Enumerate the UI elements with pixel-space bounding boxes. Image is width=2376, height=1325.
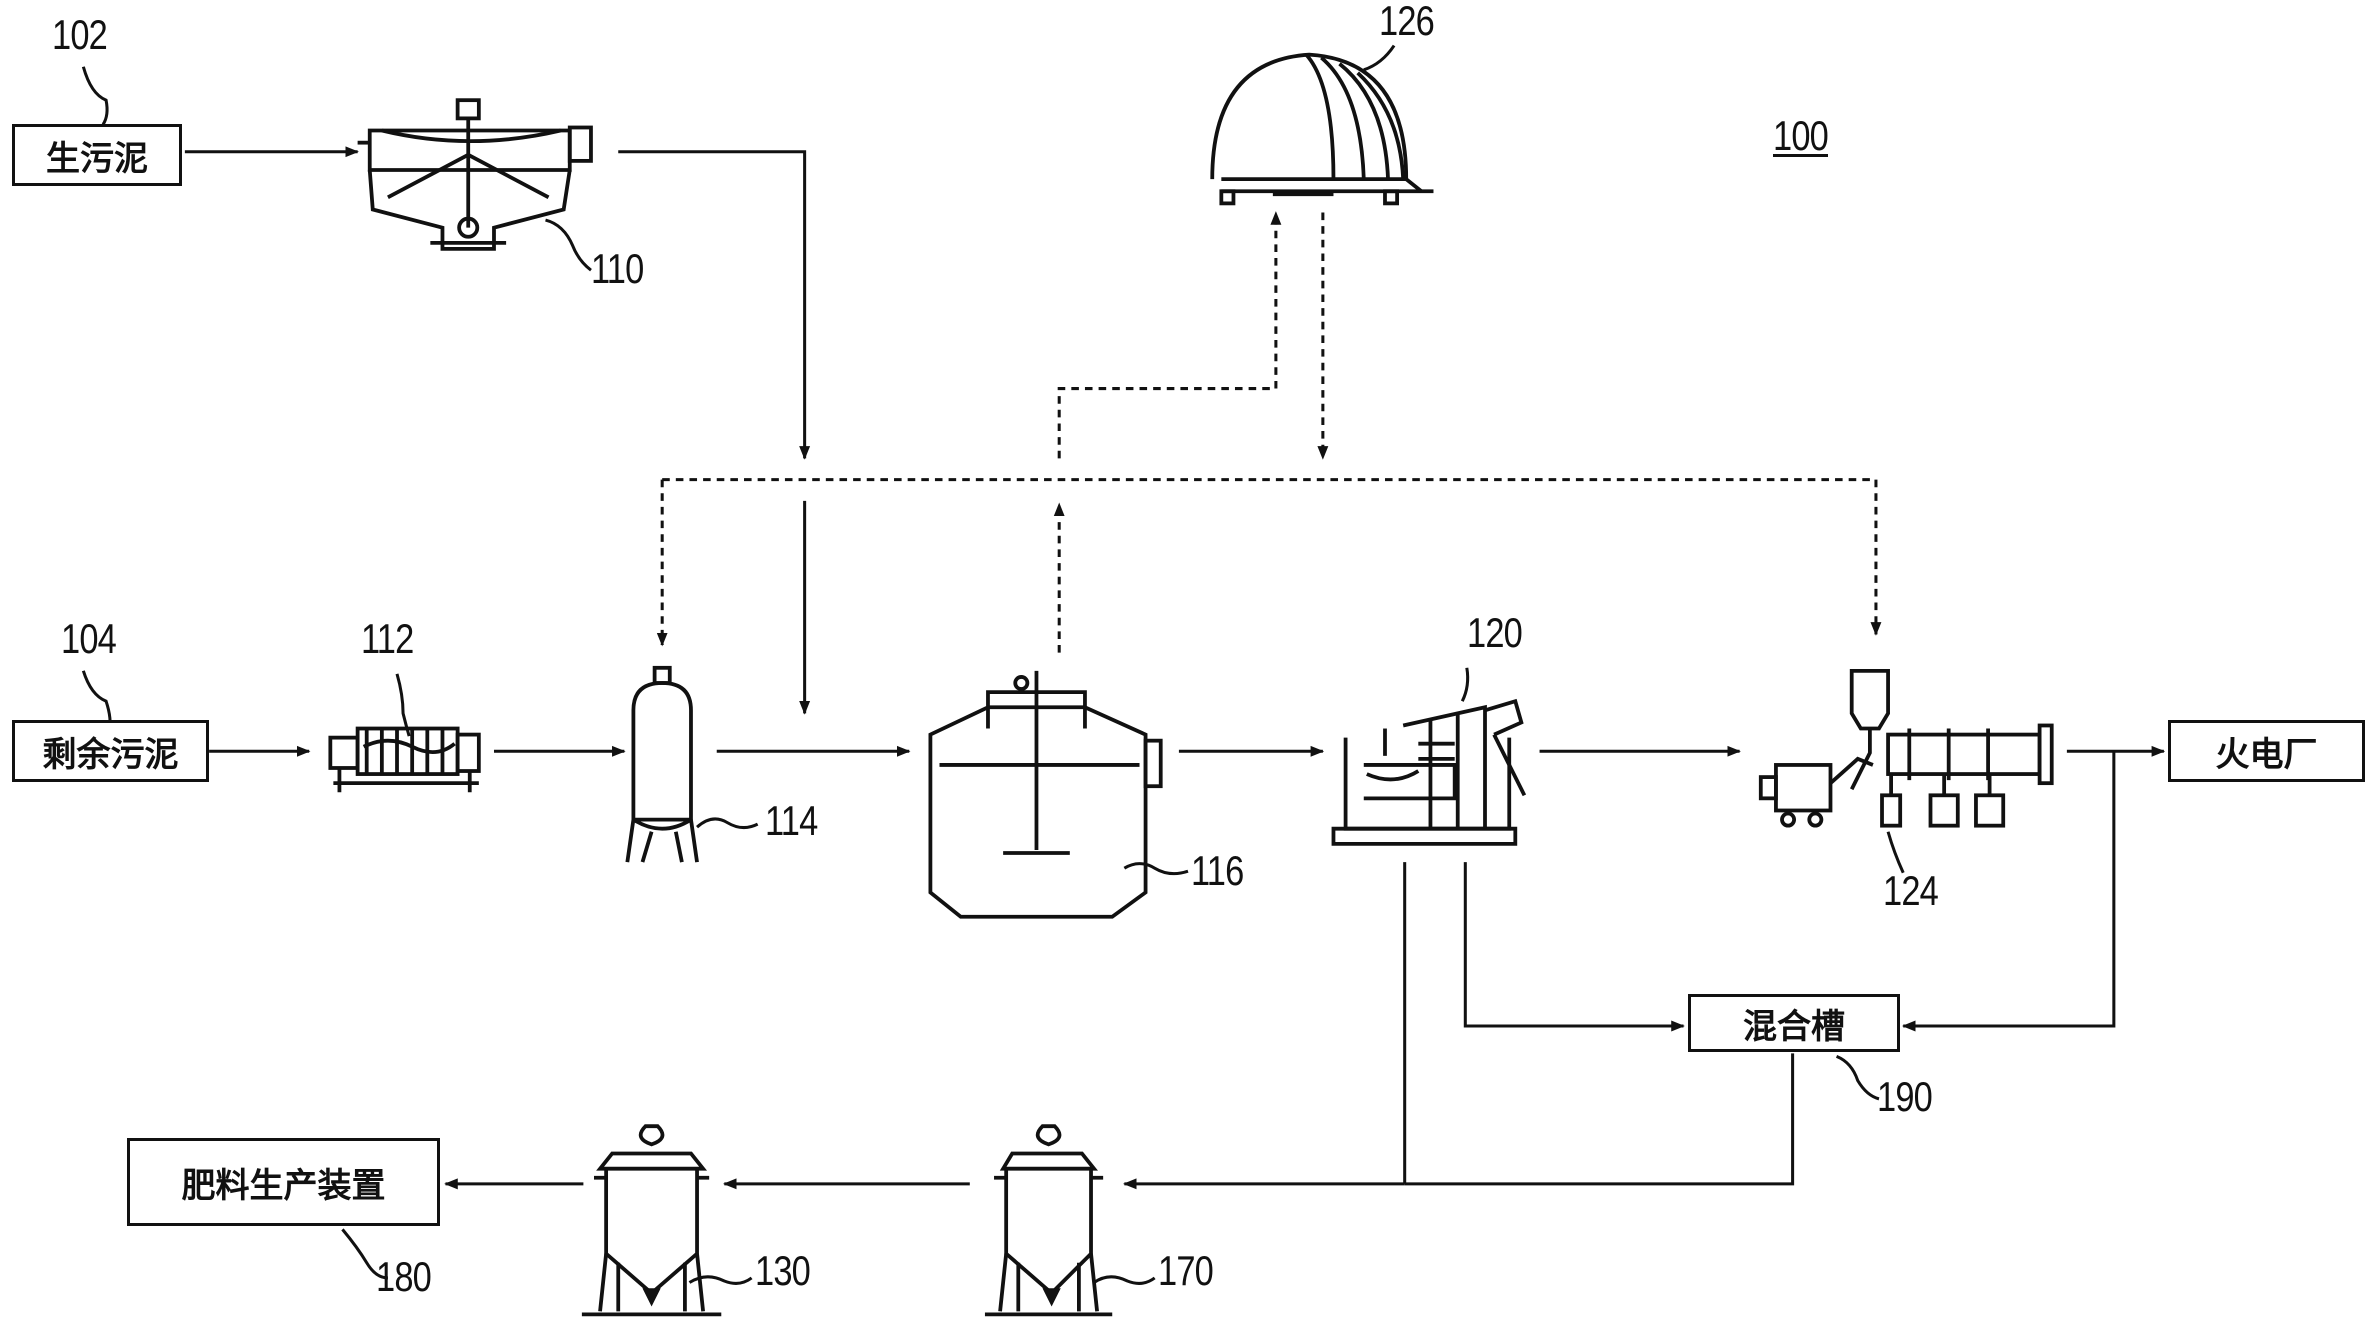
filter-press-icon <box>328 726 481 793</box>
fertilizer-plant-box: 肥料生产装置 <box>127 1138 440 1226</box>
flow-124-to-mix <box>1901 751 2116 1032</box>
raw-sludge-label: 生污泥 <box>46 138 148 179</box>
fertilizer-plant-label: 肥料生产装置 <box>181 1165 386 1206</box>
ref-120: 120 <box>1467 609 1523 656</box>
raw-sludge-box: 生污泥 <box>12 124 182 186</box>
ref-170: 170 <box>1158 1247 1214 1294</box>
ref-126: 126 <box>1379 0 1435 44</box>
dashed-gas-lines <box>656 211 1882 653</box>
leader-lines <box>81 44 1905 1285</box>
power-plant-box: 火电厂 <box>2168 720 2365 782</box>
ref-112: 112 <box>361 615 414 662</box>
diagram-ref-100: 100 <box>1773 112 1829 159</box>
storage-hopper-130-icon <box>581 1124 722 1317</box>
dewatering-unit-icon <box>1331 698 1527 846</box>
mixing-tank-label: 混合槽 <box>1743 1006 1845 1047</box>
gas-to-holder <box>1057 211 1282 459</box>
power-plant-label: 火电厂 <box>2215 734 2318 775</box>
flow-120-to-mix <box>1463 862 1685 1032</box>
gas-holder-icon <box>1210 52 1434 206</box>
pretreatment-tank-icon <box>625 665 699 863</box>
storage-hopper-170-icon <box>984 1124 1113 1317</box>
ref-124: 124 <box>1883 867 1939 914</box>
primary-thickener-icon <box>357 98 593 251</box>
flow-110-down <box>618 150 811 460</box>
solid-flow-lines <box>184 146 2166 1190</box>
ref-110: 110 <box>591 245 644 292</box>
ref-130: 130 <box>755 1247 811 1294</box>
dryer-icon <box>1758 668 2054 828</box>
flow-mix-down <box>1404 1053 1795 1186</box>
excess-sludge-label: 剩余污泥 <box>42 734 179 775</box>
ref-180: 180 <box>376 1253 432 1300</box>
ref-102: 102 <box>52 11 108 58</box>
mixing-tank-box: 混合槽 <box>1688 994 1900 1052</box>
ref-116: 116 <box>1191 847 1244 894</box>
anaerobic-digester-icon <box>928 670 1163 919</box>
excess-sludge-box: 剩余污泥 <box>12 720 209 782</box>
ref-190: 190 <box>1877 1073 1933 1120</box>
ref-104: 104 <box>61 615 117 662</box>
ref-114: 114 <box>765 797 818 844</box>
